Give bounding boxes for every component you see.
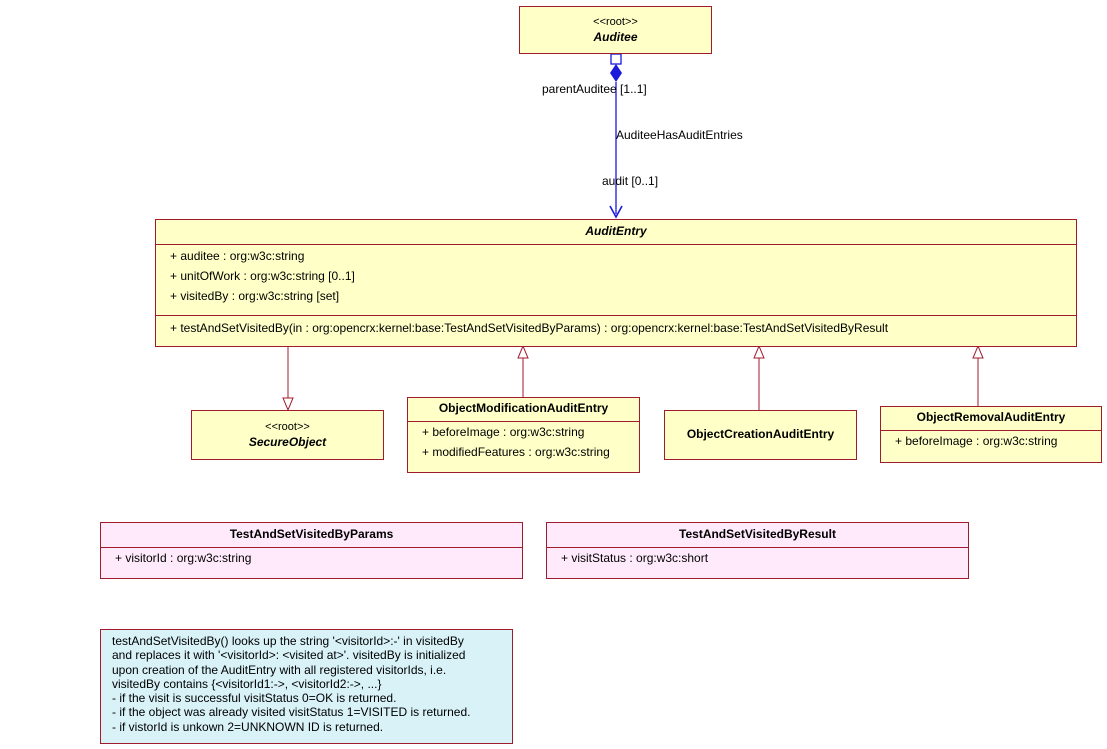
attribute-before-image: + beforeImage : org:w3c:string — [422, 425, 585, 439]
auditee-stereotype: <<root>> — [593, 16, 638, 28]
object-modification-name: ObjectModificationAuditEntry — [438, 401, 609, 415]
object-removal-attributes: + beforeImage : org:w3c:string — [881, 430, 1101, 451]
note-line: - if the object was already visited visi… — [112, 705, 471, 720]
class-audit-entry[interactable]: AuditEntry + auditee : org:w3c:string + … — [155, 219, 1077, 347]
result-name: TestAndSetVisitedByResult — [679, 527, 836, 541]
note-line: upon creation of the AuditEntry with all… — [112, 662, 447, 677]
object-removal-name: ObjectRemovalAuditEntry — [916, 410, 1066, 424]
attribute-before-image: + beforeImage : org:w3c:string — [895, 434, 1058, 448]
struct-test-and-set-visited-by-params[interactable]: TestAndSetVisitedByParams + visitorId : … — [100, 522, 523, 579]
attribute-visit-status: + visitStatus : org:w3c:short — [561, 551, 709, 565]
auditee-name: Auditee — [593, 30, 638, 44]
attribute-visitor-id: + visitorId : org:w3c:string — [115, 551, 252, 565]
association-end-square — [610, 53, 622, 65]
class-object-removal-audit-entry[interactable]: ObjectRemovalAuditEntry + beforeImage : … — [880, 406, 1102, 463]
attribute-auditee: + auditee : org:w3c:string — [170, 249, 305, 263]
note-line: - if vistorId is unkown 2=UNKNOWN ID is … — [112, 719, 384, 734]
generalization-triangle-object-modification — [517, 344, 529, 359]
note-line: - if the visit is successful visitStatus… — [112, 691, 397, 706]
association-name-label: AuditeeHasAuditEntries — [616, 128, 743, 142]
attribute-unit-of-work: + unitOfWork : org:w3c:string [0..1] — [170, 269, 355, 283]
audit-entry-name: AuditEntry — [585, 224, 647, 238]
class-secure-object[interactable]: <<root>> SecureObject — [191, 410, 384, 460]
class-object-modification-audit-entry[interactable]: ObjectModificationAuditEntry + beforeIma… — [407, 397, 640, 473]
audit-entry-operations: + testAndSetVisitedBy(in : org:opencrx:k… — [156, 315, 1076, 338]
params-name: TestAndSetVisitedByParams — [229, 527, 394, 541]
secure-object-name: SecureObject — [248, 435, 327, 449]
generalization-triangle-secure-object — [282, 397, 294, 412]
note-test-and-set-visited-by[interactable]: testAndSetVisitedBy() looks up the strin… — [100, 629, 513, 744]
audit-entry-attributes: + auditee : org:w3c:string + unitOfWork … — [156, 244, 1076, 315]
note-line: visitedBy contains {<visitorId1:->, <vis… — [112, 676, 382, 691]
association-end-audit-label: audit [0..1] — [602, 174, 659, 188]
object-creation-name: ObjectCreationAuditEntry — [686, 427, 835, 441]
association-end-parent-label: parentAuditee [1..1] — [542, 82, 647, 96]
attribute-modified-features: + modifiedFeatures : org:w3c:string — [422, 445, 610, 459]
composition-diamond — [610, 64, 622, 82]
class-auditee[interactable]: <<root>> Auditee — [519, 6, 712, 54]
generalization-triangle-object-removal — [972, 344, 984, 359]
result-attributes: + visitStatus : org:w3c:short — [547, 547, 968, 568]
object-modification-attributes: + beforeImage : org:w3c:string + modifie… — [408, 421, 639, 462]
struct-test-and-set-visited-by-result[interactable]: TestAndSetVisitedByResult + visitStatus … — [546, 522, 969, 579]
secure-object-stereotype: <<root>> — [265, 421, 310, 433]
params-attributes: + visitorId : org:w3c:string — [101, 547, 522, 568]
note-line: and replaces it with '<visitorId>: <visi… — [112, 648, 466, 663]
navigability-arrowhead — [609, 205, 623, 219]
operation-test-and-set-visited-by: + testAndSetVisitedBy(in : org:opencrx:k… — [170, 321, 889, 335]
class-object-creation-audit-entry[interactable]: ObjectCreationAuditEntry — [664, 410, 857, 460]
note-line: testAndSetVisitedBy() looks up the strin… — [112, 634, 464, 648]
attribute-visited-by: + visitedBy : org:w3c:string [set] — [170, 289, 340, 303]
generalization-triangle-object-creation — [753, 344, 765, 359]
